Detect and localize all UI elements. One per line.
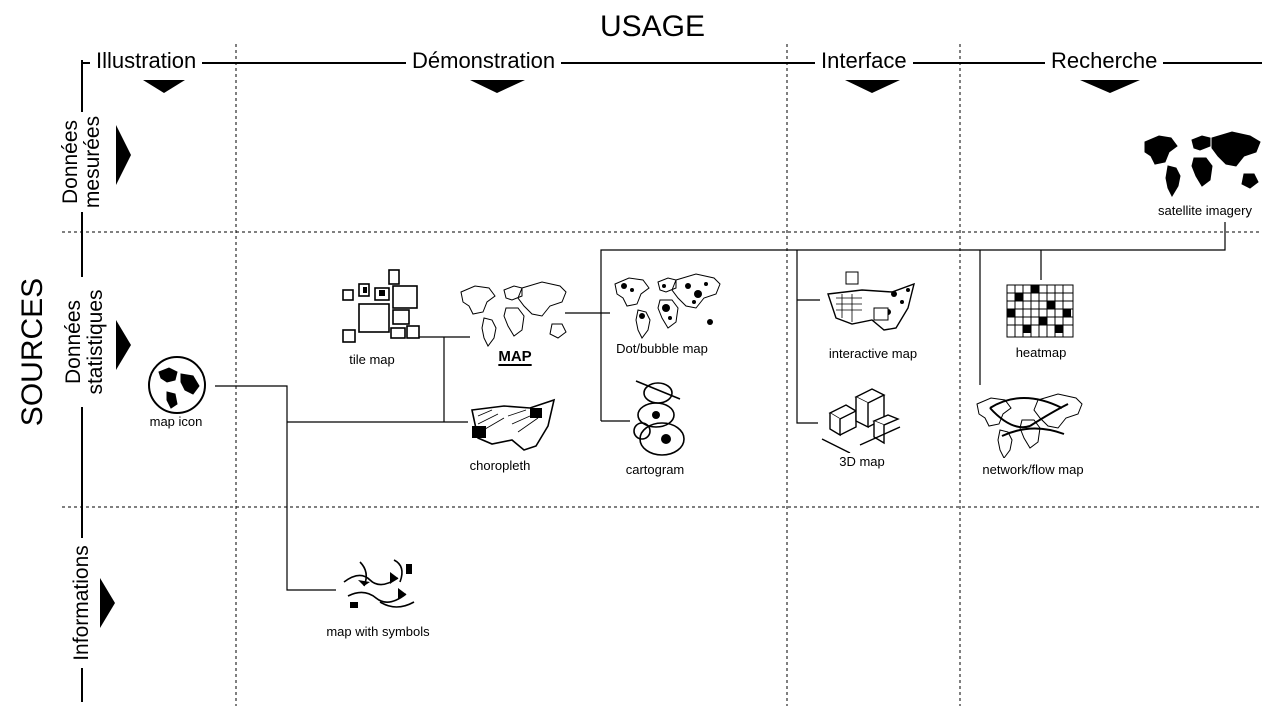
- map-center-label: MAP: [498, 348, 532, 365]
- arrow-right-icon: [100, 578, 115, 628]
- column-header-recherche: Recherche: [1045, 48, 1164, 74]
- arrow-down-icon: [470, 80, 525, 93]
- row-header-line2: statistiques: [84, 289, 107, 395]
- column-header-illustration: Illustration: [90, 48, 203, 74]
- row-header-line1: Informations: [70, 545, 93, 661]
- row-header-line1: Données: [59, 119, 82, 205]
- map-with-symbols-icon: [343, 559, 415, 608]
- arrow-down-icon: [845, 80, 900, 93]
- world-map-icon: [460, 281, 567, 347]
- heatmap-icon: [1006, 284, 1074, 338]
- usage-title: USAGE: [600, 10, 706, 43]
- network-flow-map-label: network/flow map: [982, 462, 1084, 477]
- cartogram-icon: [633, 380, 685, 456]
- row-header-informations: Informations: [70, 538, 93, 668]
- column-separators: [235, 44, 961, 706]
- column-header-demonstration: Démonstration: [406, 48, 562, 74]
- arrow-right-icon: [116, 320, 131, 370]
- row-header-donnees-mesurees: Données mesurées: [59, 112, 104, 212]
- tile-map-icon: [342, 269, 420, 343]
- 3d-map-icon: [821, 388, 901, 453]
- satellite-imagery-icon: [1144, 131, 1261, 198]
- connector-lines: [215, 222, 1226, 591]
- network-flow-map-icon: [976, 393, 1083, 458]
- interactive-map-icon: [827, 271, 915, 331]
- row-separators: [62, 231, 1262, 508]
- 3d-map-label: 3D map: [839, 454, 885, 469]
- globe-icon: [148, 356, 206, 414]
- column-arrows: [143, 80, 1140, 93]
- satellite-imagery-label: satellite imagery: [1158, 203, 1252, 218]
- arrow-down-icon: [143, 80, 185, 93]
- map-icon-label: map icon: [149, 414, 203, 429]
- tile-map-label: tile map: [349, 352, 395, 367]
- sources-title: SOURCES: [16, 277, 49, 427]
- arrow-right-icon: [116, 125, 131, 185]
- dot-bubble-map-icon: [614, 273, 721, 339]
- heatmap-label: heatmap: [1015, 345, 1067, 360]
- interactive-map-label: interactive map: [828, 346, 918, 361]
- column-header-interface: Interface: [815, 48, 913, 74]
- map-with-symbols-label: map with symbols: [326, 624, 430, 639]
- row-arrows: [100, 125, 131, 628]
- arrow-down-icon: [1080, 80, 1140, 93]
- choropleth-label: choropleth: [469, 458, 531, 473]
- cartogram-label: cartogram: [625, 462, 685, 477]
- row-header-donnees-statistiques: Données statistiques: [62, 277, 107, 407]
- dot-bubble-map-label: Dot/bubble map: [616, 341, 708, 356]
- choropleth-icon: [471, 398, 556, 451]
- row-header-line2: mesurées: [81, 115, 104, 209]
- row-header-line1: Données: [62, 299, 85, 385]
